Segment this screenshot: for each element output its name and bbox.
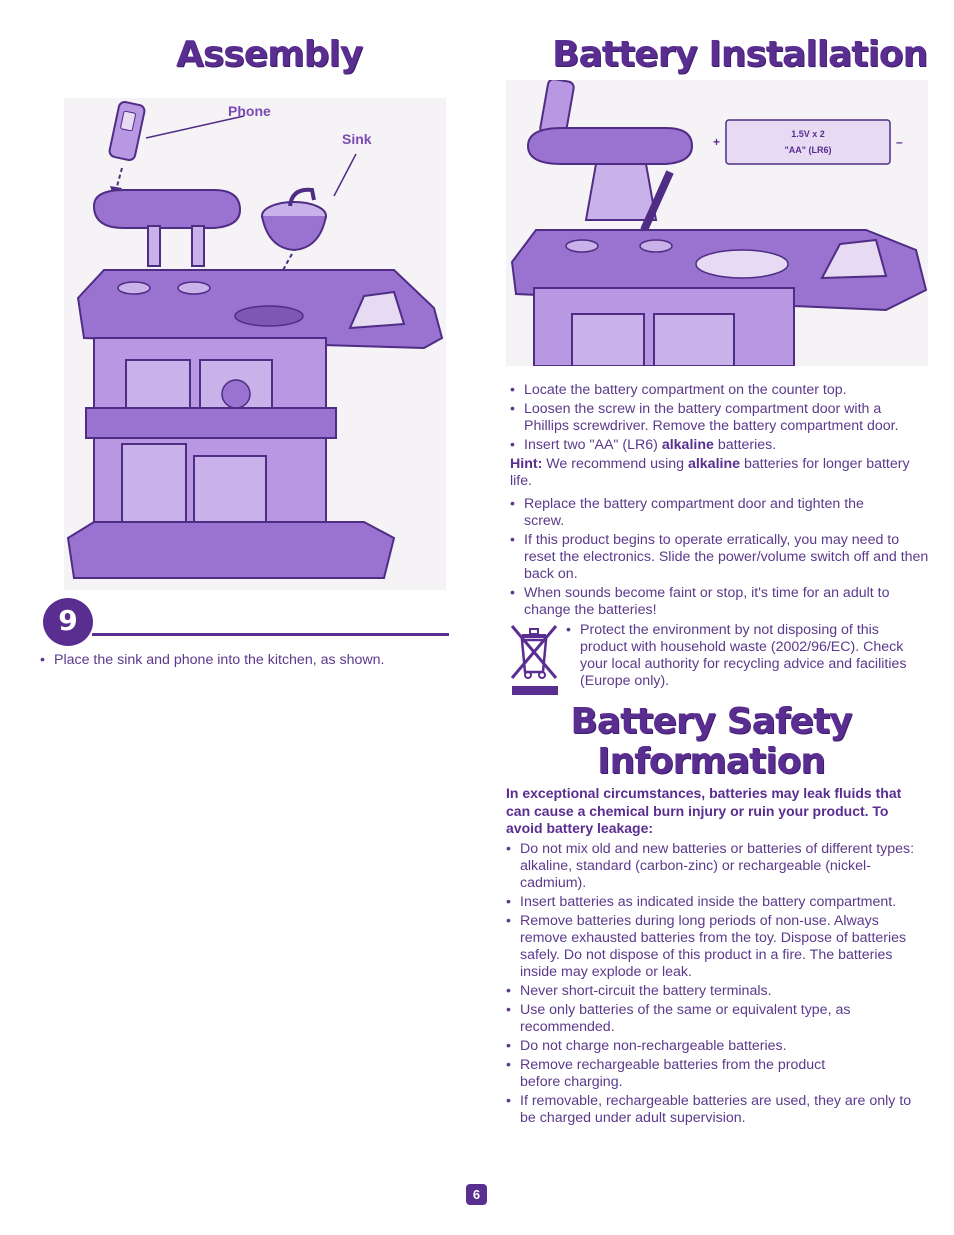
battery-minus: – (896, 135, 903, 149)
step-badge: 9 (43, 598, 93, 646)
battery-compartment (725, 119, 891, 165)
crossed-bin-icon (508, 622, 560, 698)
safety-item: Never short-circuit the battery terminal… (506, 983, 921, 1000)
battery-illustration: 1.5V x 2 "AA" (LR6) + – (506, 78, 928, 367)
assembly-steps: Place the sink and phone into the kitche… (40, 652, 450, 671)
safety-item: If removable, rechargeable batteries are… (506, 1093, 921, 1127)
battery-step: If this product begins to operate errati… (510, 532, 930, 583)
battery-step-insert: Insert two "AA" (LR6) alkaline batteries… (510, 437, 930, 454)
safety-item: Insert batteries as indicated inside the… (506, 894, 921, 911)
assembly-title: Assembly (176, 34, 363, 75)
battery-steps-b: Replace the battery compartment door and… (510, 496, 930, 621)
environment-text: Protect the environment by not disposing… (566, 622, 926, 690)
sink-callout: Sink (342, 131, 372, 147)
battery-safety-warning: In exceptional circumstances, batteries … (506, 785, 902, 836)
step-rule (92, 633, 449, 636)
battery-step: Locate the battery compartment on the co… (510, 382, 930, 399)
battery-step: Loosen the screw in the battery compartm… (510, 401, 930, 435)
battery-safety-heading: Battery Safety Information (506, 702, 916, 782)
phone-illustration (108, 101, 146, 161)
environment-note: Protect the environment by not disposing… (566, 622, 926, 692)
safety-item: Do not charge non-rechargeable batteries… (506, 1038, 921, 1055)
battery-step: Replace the battery compartment door and… (510, 496, 864, 530)
safety-item: Remove rechargeable batteries from the p… (506, 1057, 860, 1091)
step-number: 9 (58, 604, 78, 637)
battery-step: When sounds become faint or stop, it's t… (510, 585, 930, 619)
assembly-step: Place the sink and phone into the kitche… (40, 652, 450, 669)
safety-item: Do not mix old and new batteries or batt… (506, 841, 921, 892)
battery-safety-title-line1: Battery Safety (570, 701, 852, 742)
battery-safety-title-line2: Information (597, 741, 826, 782)
battery-plus: + (713, 135, 720, 149)
battery-spec-voltage: 1.5V x 2 (791, 129, 825, 139)
safety-item: Remove batteries during long periods of … (506, 913, 921, 981)
battery-spec-type: "AA" (LR6) (784, 145, 831, 155)
safety-item: Use only batteries of the same or equiva… (506, 1002, 921, 1036)
assembly-illustration: Phone Sink (64, 98, 446, 590)
phone-callout: Phone (228, 103, 271, 119)
battery-steps-a: Locate the battery compartment on the co… (510, 382, 930, 456)
page-number: 6 (466, 1184, 487, 1205)
battery-hint: Hint: We recommend using alkaline batter… (510, 456, 910, 489)
battery-installation-title: Battery Installation (552, 34, 928, 75)
battery-safety-list: Do not mix old and new batteries or batt… (506, 841, 921, 1129)
